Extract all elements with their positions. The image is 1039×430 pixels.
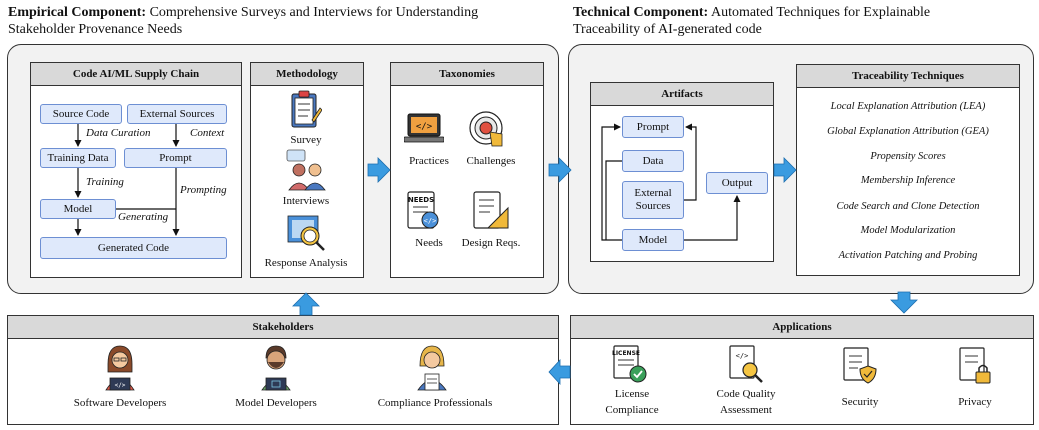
generated-code-node: Generated Code — [40, 237, 227, 259]
design-reqs-icon — [473, 191, 509, 229]
interviews-icon — [286, 149, 326, 191]
generating-label: Generating — [118, 211, 169, 223]
license-compliance-caption: License Compliance — [592, 386, 672, 418]
line-external-to-prompt — [684, 123, 697, 201]
training-label: Training — [86, 176, 124, 188]
response-analysis-caption: Response Analysis — [264, 257, 348, 269]
compliance-professional-avatar-icon — [417, 345, 447, 391]
code-quality-label: Code Quality Assessment — [716, 388, 776, 416]
license-icon: LICENSE — [612, 345, 647, 383]
model-developer-avatar-icon — [261, 345, 291, 391]
prompt-node-right: Prompt — [622, 116, 684, 138]
software-developers-caption: Software Developers — [73, 397, 167, 409]
privacy-lock-icon — [959, 347, 991, 384]
blue-arrow-method-to-tax — [367, 157, 391, 183]
blue-arrow-apps-to-stake — [548, 358, 571, 386]
prompt-node-left: Prompt — [124, 148, 227, 168]
empirical-heading: Empirical Component: Comprehensive Surve… — [8, 4, 568, 38]
technical-heading-bold: Technical Component: — [573, 5, 709, 20]
applications-title: Applications — [571, 316, 1033, 339]
technique-gea: Global Explanation Attribution (GEA) — [827, 126, 989, 137]
software-developer-avatar-icon: </> — [105, 345, 135, 391]
blue-arrow-artifacts-to-trace — [773, 157, 797, 183]
context-label: Context — [190, 127, 225, 139]
traceability-title: Traceability Techniques — [797, 65, 1019, 88]
line-data-to-model — [605, 160, 622, 240]
needs-document-icon: NEEDS </> — [407, 191, 439, 229]
svg-text:</>: </> — [736, 352, 749, 360]
stakeholders-box: Stakeholders — [7, 315, 559, 425]
model-node-left: Model — [40, 199, 116, 219]
output-node: Output — [706, 172, 768, 194]
line-model-to-output — [684, 195, 741, 241]
artifacts-title: Artifacts — [591, 83, 773, 106]
external-sources-node: External Sources — [127, 104, 227, 124]
security-caption: Security — [841, 396, 879, 408]
practices-caption: Practices — [409, 155, 449, 167]
clipboard-survey-icon — [291, 90, 322, 128]
survey-caption: Survey — [290, 134, 322, 146]
empirical-heading-line2: Stakeholder Provenance Needs — [8, 22, 183, 37]
technique-activation: Activation Patching and Probing — [838, 250, 978, 261]
needs-caption: Needs — [415, 237, 443, 249]
applications-box: Applications — [570, 315, 1034, 425]
needs-icon-text: NEEDS — [408, 196, 434, 204]
prompting-label: Prompting — [180, 184, 227, 196]
blue-arrow-tech-down — [890, 291, 918, 314]
svg-text:</>: </> — [424, 217, 437, 225]
taxonomies-title: Taxonomies — [391, 63, 543, 86]
methodology-title: Methodology — [251, 63, 363, 86]
technique-lea: Local Explanation Attribution (LEA) — [830, 101, 986, 112]
design-reqs-caption: Design Reqs. — [461, 237, 521, 249]
laptop-practices-icon: </> — [404, 113, 444, 143]
code-quality-caption: Code Quality Assessment — [706, 386, 786, 418]
source-code-node: Source Code — [40, 104, 122, 124]
blue-arrow-emp-to-tech — [548, 157, 572, 183]
taxonomies-box: Taxonomies — [390, 62, 544, 278]
technical-heading-line2: Traceability of AI-generated code — [573, 22, 762, 37]
model-node-right: Model — [622, 229, 684, 251]
empirical-heading-line1: Comprehensive Surveys and Interviews for… — [149, 5, 479, 20]
license-icon-text: LICENSE — [612, 350, 640, 357]
stakeholders-title: Stakeholders — [8, 316, 558, 339]
technique-membership: Membership Inference — [860, 175, 956, 186]
empirical-heading-bold: Empirical Component: — [8, 5, 147, 20]
model-developers-caption: Model Developers — [235, 397, 317, 409]
data-node: Data — [622, 150, 684, 172]
svg-text:</>: </> — [115, 382, 126, 389]
privacy-caption: Privacy — [958, 396, 992, 408]
code-quality-icon: </> — [729, 345, 763, 383]
traceability-box: Traceability Techniques Local Explanatio… — [796, 64, 1020, 276]
external-sources-node-right: External Sources — [622, 181, 684, 219]
data-curation-label: Data Curation — [86, 127, 151, 139]
technical-heading: Technical Component: Automated Technique… — [573, 4, 1033, 38]
challenges-caption: Challenges — [466, 155, 516, 167]
license-compliance-label: License Compliance — [605, 388, 659, 416]
technique-code-search: Code Search and Clone Detection — [836, 201, 980, 212]
line-model-loop — [601, 123, 622, 241]
target-challenges-icon — [469, 111, 503, 147]
security-shield-icon — [843, 347, 877, 384]
svg-text:</>: </> — [416, 122, 433, 132]
technique-modularization: Model Modularization — [860, 225, 956, 236]
response-analysis-icon — [287, 215, 325, 251]
training-data-node: Training Data — [40, 148, 116, 168]
supply-chain-title: Code AI/ML Supply Chain — [31, 63, 241, 86]
technique-propensity: Propensity Scores — [870, 151, 946, 162]
technical-heading-line1: Automated Techniques for Explainable — [710, 5, 931, 20]
interviews-caption: Interviews — [282, 195, 330, 207]
compliance-professionals-caption: Compliance Professionals — [377, 397, 493, 409]
blue-arrow-stakeholders-up — [292, 292, 320, 316]
